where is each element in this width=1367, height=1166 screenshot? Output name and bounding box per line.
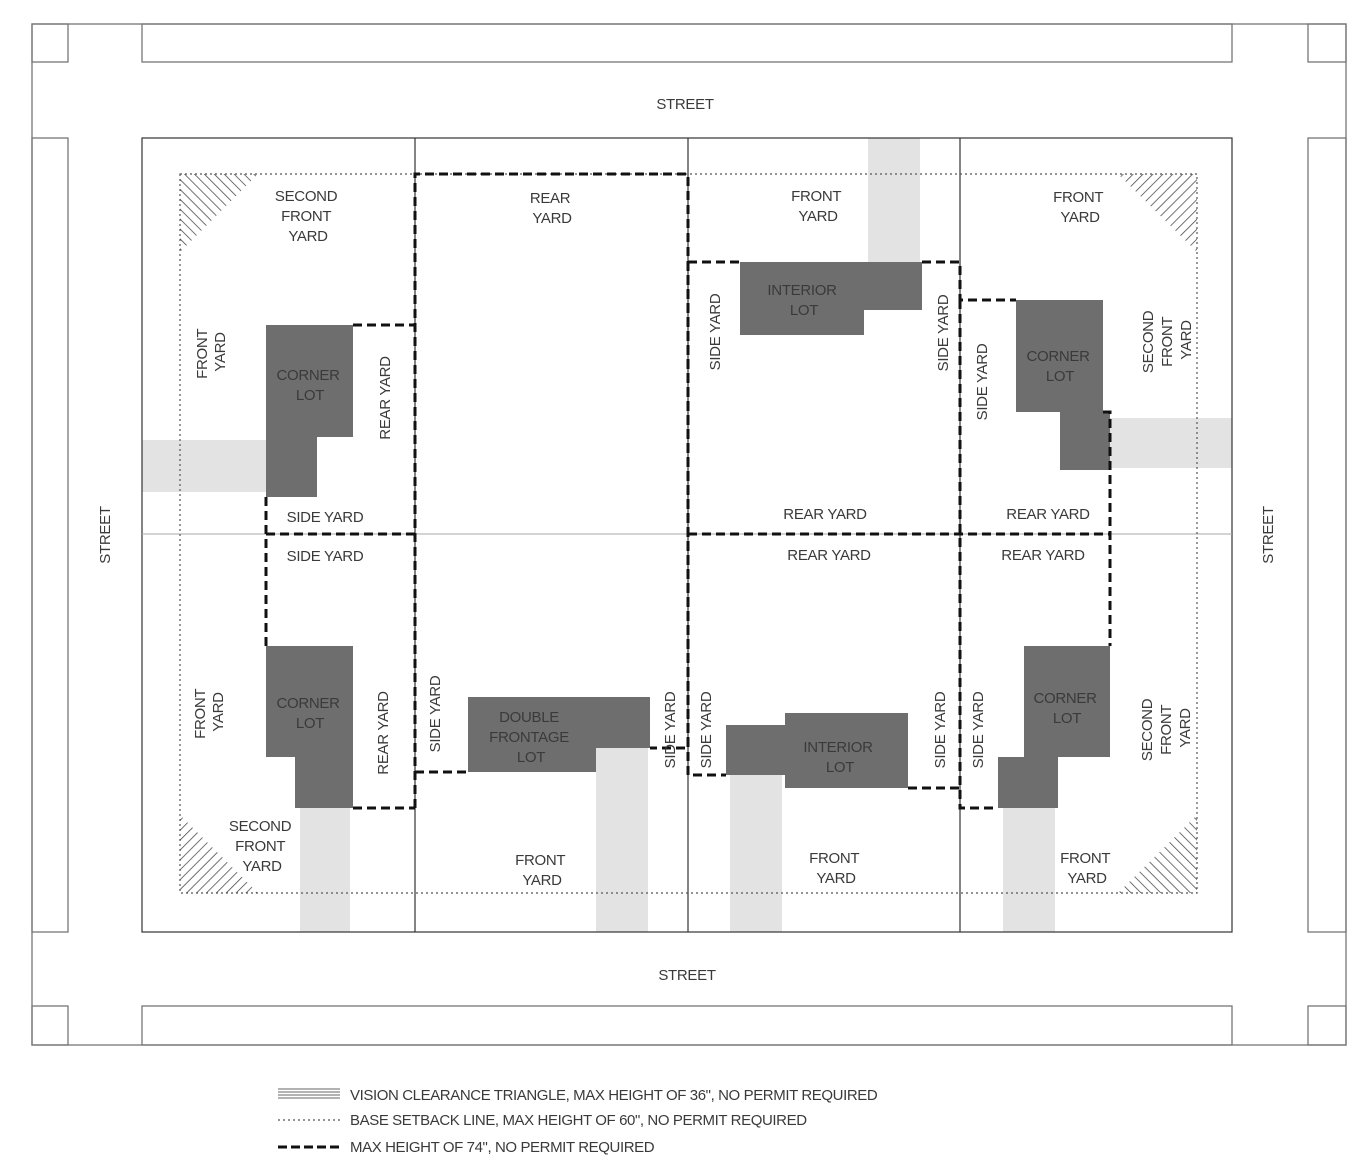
front-yard-label: FRONT YARD (791, 188, 845, 225)
lot-name-label: CORNER LOT (1026, 348, 1093, 385)
front-yard-label: FRONT YARD (194, 325, 229, 379)
lot-name-label: INTERIOR LOT (767, 282, 840, 319)
lot-bottom-interior: REAR YARD SIDE YARD INTERIOR LOT SIDE YA… (698, 547, 949, 887)
driveway (596, 748, 648, 932)
legend-item-setback: BASE SETBACK LINE, MAX HEIGHT OF 60", NO… (278, 1112, 808, 1129)
lot-name-label: INTERIOR LOT (803, 739, 876, 776)
legend: VISION CLEARANCE TRIANGLE, MAX HEIGHT OF… (278, 1087, 878, 1156)
front-yard-label: FRONT YARD (1053, 189, 1107, 226)
driveway (730, 775, 782, 932)
rear-yard-label: REAR YARD (375, 691, 392, 775)
lot-top-interior: FRONT YARD INTERIOR LOT SIDE YARD SIDE Y… (707, 188, 952, 523)
street-label-top: STREET (656, 96, 714, 113)
front-yard-label: FRONT YARD (192, 685, 227, 739)
building-top-left-corner (266, 325, 353, 497)
rear-yard-label: REAR YARD (1006, 506, 1090, 523)
base-setback-line (179, 173, 1198, 894)
side-yard-label: SIDE YARD (698, 691, 715, 768)
side-yard-label: SIDE YARD (427, 675, 444, 752)
street-label-bottom: STREET (658, 967, 716, 984)
building-bottom-right-corner (998, 646, 1110, 808)
street-frame (31, 23, 1347, 1046)
legend-item-max-height: MAX HEIGHT OF 74", NO PERMIT REQUIRED (278, 1139, 655, 1156)
front-yard-label: FRONT YARD (809, 850, 863, 887)
vision-triangle (180, 174, 258, 252)
side-yard-label: SIDE YARD (935, 294, 952, 371)
lot-name-label: CORNER LOT (1033, 690, 1100, 727)
lot-name-label: CORNER LOT (276, 367, 343, 404)
lot-top-left-corner: SECOND FRONT YARD FRONT YARD CORNER LOT … (194, 188, 394, 526)
second-front-yard-label: SECOND FRONT YARD (1139, 695, 1194, 761)
rear-yard-label: REAR YARD (1001, 547, 1085, 564)
lot-bottom-right-corner: REAR YARD SIDE YARD CORNER LOT SECOND FR… (970, 547, 1194, 887)
side-yard-label: SIDE YARD (932, 691, 949, 768)
rear-yard-label: REAR YARD (783, 506, 867, 523)
side-yard-label: SIDE YARD (707, 293, 724, 370)
building-top-right-corner (1016, 300, 1110, 470)
side-yard-label: SIDE YARD (974, 343, 991, 420)
legend-text: MAX HEIGHT OF 74", NO PERMIT REQUIRED (350, 1139, 655, 1156)
building-bottom-left-corner (266, 646, 353, 808)
front-yard-label: FRONT YARD (515, 852, 569, 889)
building-double-frontage (468, 697, 650, 772)
vision-triangle (1118, 815, 1197, 893)
vision-clearance-swatch-icon (278, 1088, 340, 1100)
second-front-yard-label: SECOND FRONT YARD (275, 188, 341, 245)
lot-top-right-corner: FRONT YARD SIDE YARD CORNER LOT SECOND F… (974, 189, 1195, 523)
lot-name-label: DOUBLE FRONTAGE LOT (489, 709, 573, 766)
driveway (300, 808, 350, 932)
second-front-yard-label: SECOND FRONT YARD (229, 818, 295, 875)
lot-bottom-left-corner: SIDE YARD FRONT YARD CORNER LOT REAR YAR… (192, 548, 392, 875)
driveway (868, 138, 920, 262)
lot-name-label: CORNER LOT (276, 695, 343, 732)
lot-double-frontage: REAR YARD SIDE YARD DOUBLE FRONTAGE LOT … (427, 190, 679, 889)
building-bottom-interior (726, 713, 908, 788)
rear-yard-label: REAR YARD (377, 356, 394, 440)
side-yard-label: SIDE YARD (970, 691, 987, 768)
legend-text: VISION CLEARANCE TRIANGLE, MAX HEIGHT OF… (350, 1087, 878, 1104)
max-height-74-lines (264, 172, 1112, 810)
driveway (142, 440, 266, 492)
side-yard-label: SIDE YARD (287, 509, 364, 526)
vision-triangle (180, 815, 258, 893)
vision-clearance-triangles (180, 174, 1197, 893)
legend-item-vision-clearance: VISION CLEARANCE TRIANGLE, MAX HEIGHT OF… (278, 1087, 878, 1104)
front-yard-label: FRONT YARD (1060, 850, 1114, 887)
second-front-yard-label: SECOND FRONT YARD (1140, 307, 1195, 373)
street-label-right: STREET (1260, 506, 1277, 564)
driveways (142, 138, 1232, 932)
buildings (266, 262, 1110, 808)
driveway (1110, 418, 1232, 468)
legend-text: BASE SETBACK LINE, MAX HEIGHT OF 60", NO… (350, 1112, 807, 1129)
rear-yard-label: REAR YARD (787, 547, 871, 564)
driveway (1003, 808, 1055, 932)
building-top-interior (740, 262, 922, 335)
street-label-left: STREET (97, 506, 114, 564)
rear-yard-label: REAR YARD (530, 190, 574, 227)
side-yard-label: SIDE YARD (662, 691, 679, 768)
vision-triangle (1118, 174, 1197, 252)
side-yard-label: SIDE YARD (287, 548, 364, 565)
